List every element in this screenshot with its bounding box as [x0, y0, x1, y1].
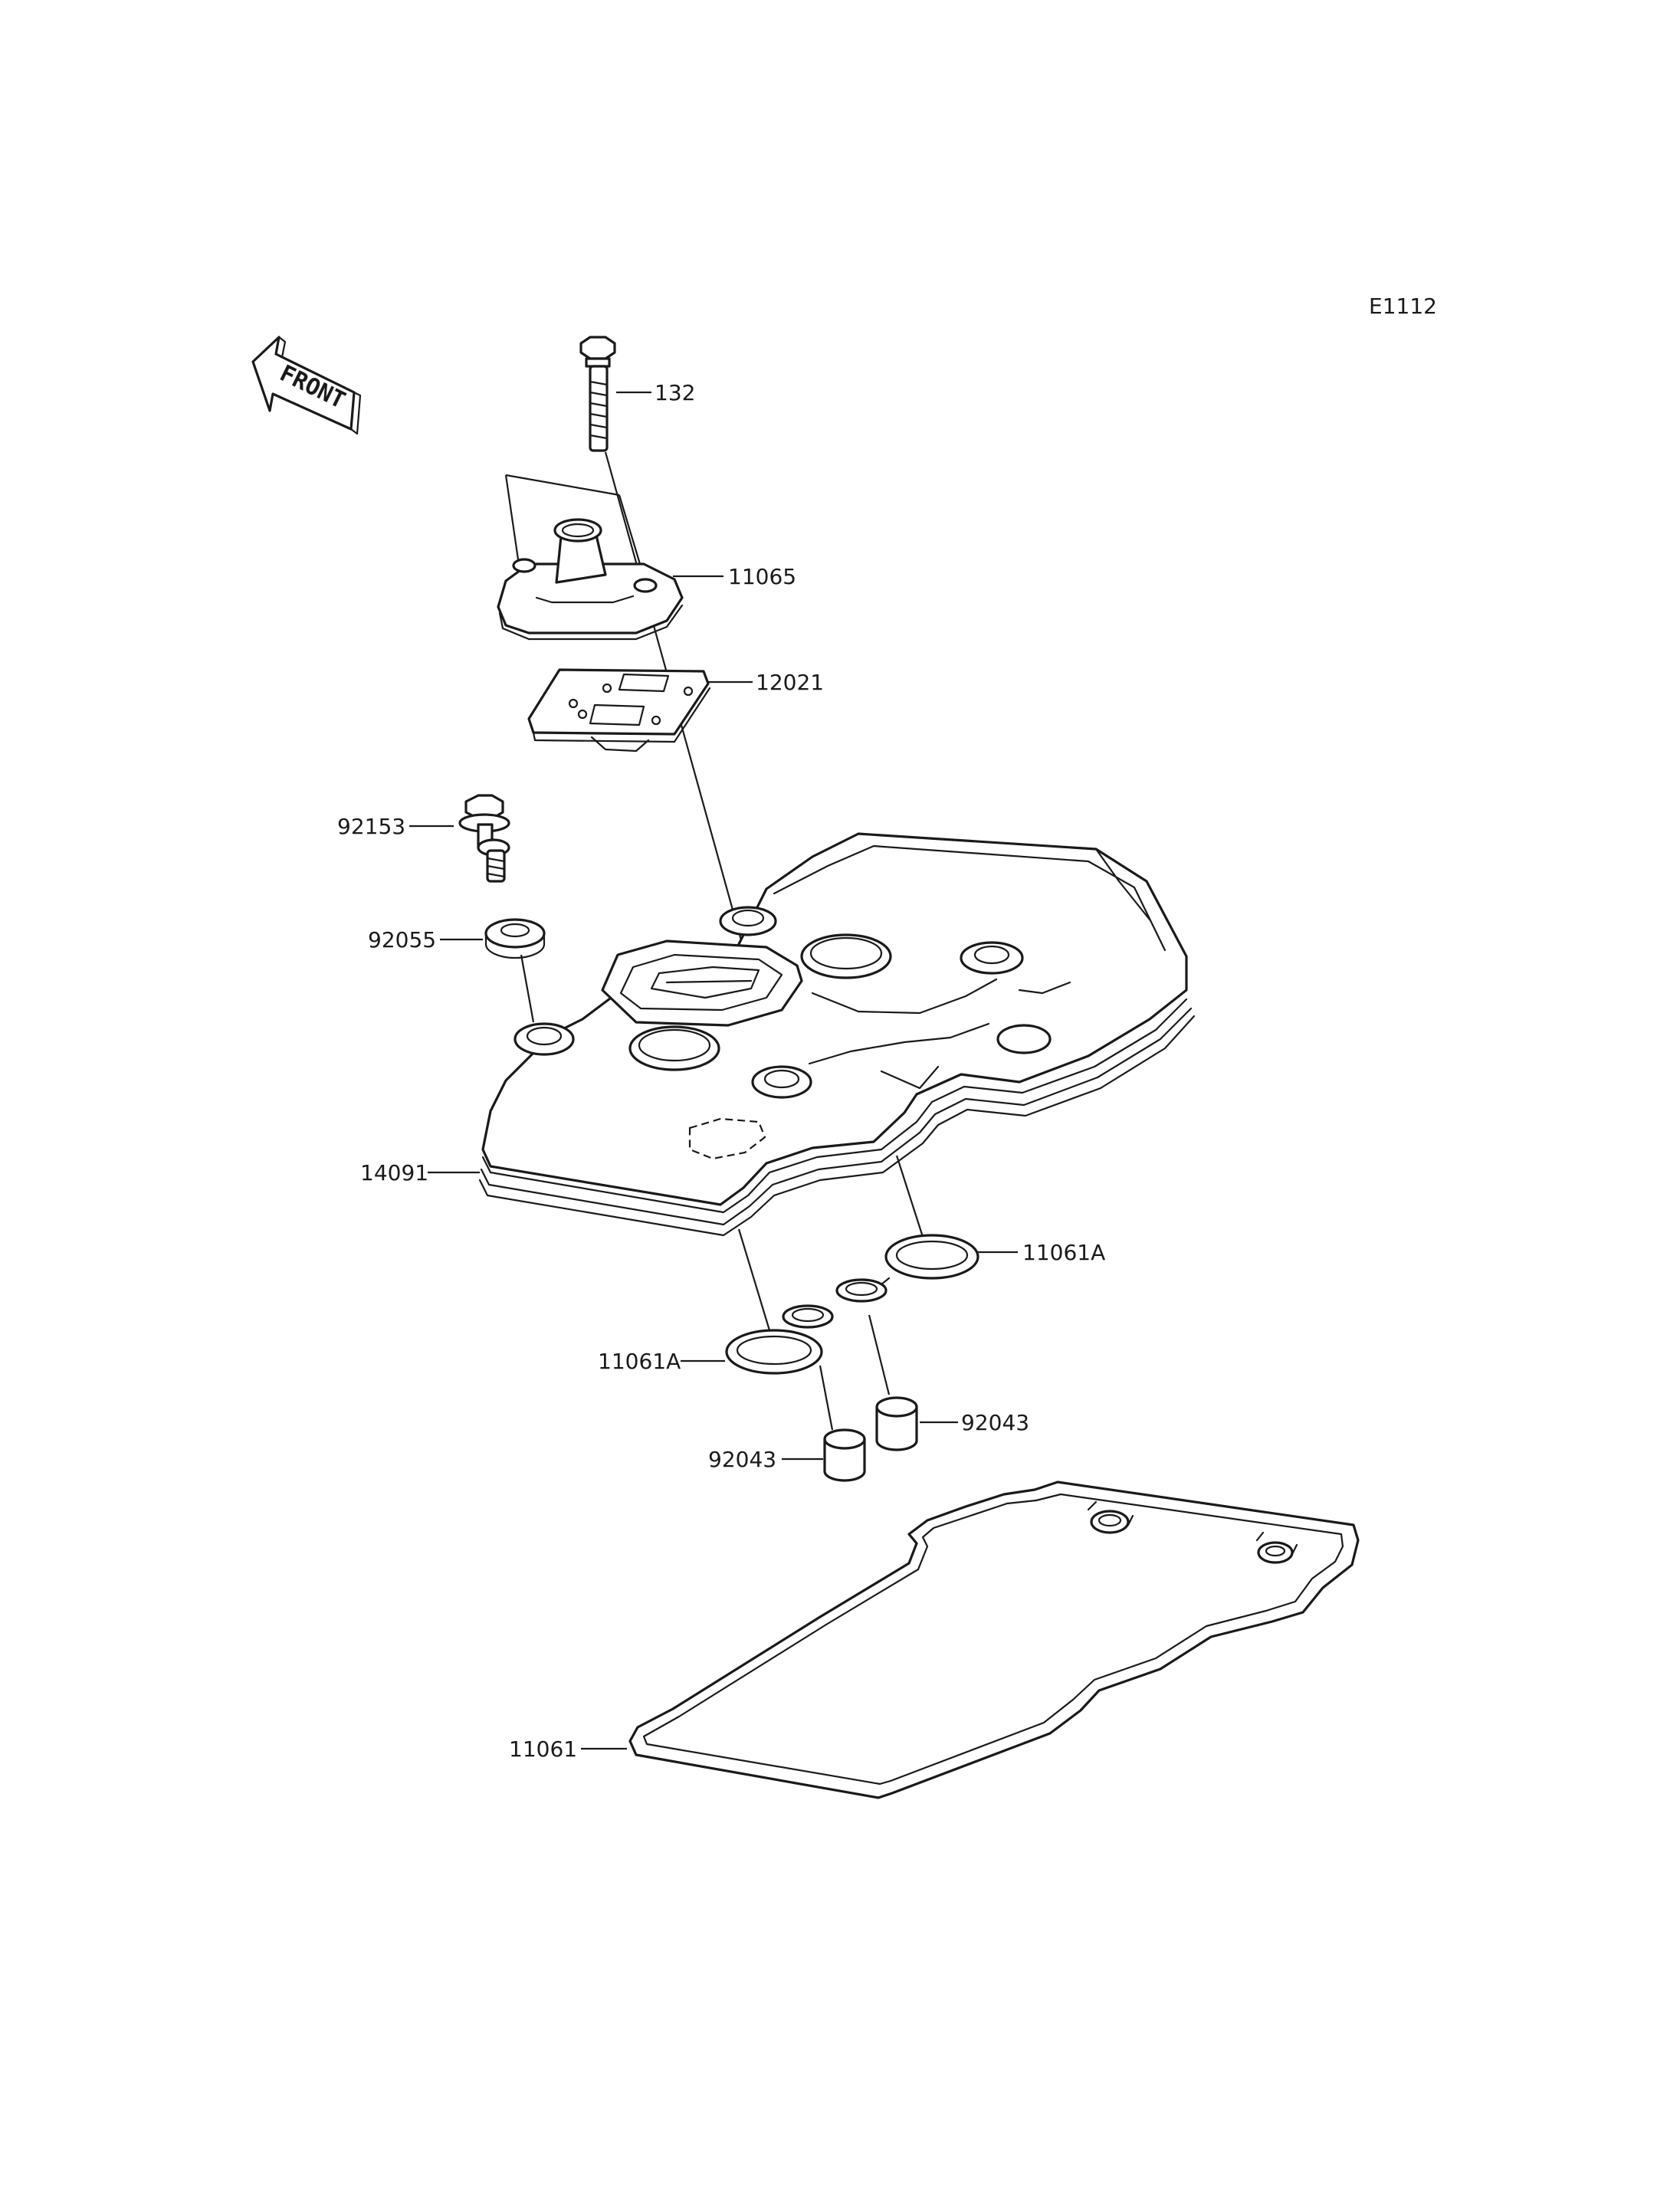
callout-92043-left: 92043 — [708, 1447, 776, 1472]
head-cover-gasket-11061 — [628, 1481, 1360, 1799]
callout-12021: 12021 — [756, 670, 824, 695]
plug-hole-rear — [800, 933, 892, 979]
boss-bottom-right — [996, 1024, 1052, 1054]
callout-11061: 11061 — [509, 1736, 577, 1762]
boss-left — [514, 1022, 575, 1056]
plug-hole-front — [628, 1025, 720, 1071]
callout-132: 132 — [655, 380, 695, 405]
dowel-92043-right — [875, 1396, 918, 1451]
front-arrow-icon: FRONT — [251, 336, 362, 435]
breather-cover-11065 — [497, 474, 684, 641]
callout-11065: 11065 — [728, 564, 796, 589]
bolt-92153 — [458, 794, 510, 883]
boss-top-center — [719, 906, 777, 936]
dowel-92043-left — [823, 1428, 866, 1482]
boss-bottom-center — [751, 1065, 812, 1099]
plug-gasket-11061A-left — [725, 1304, 834, 1375]
plug-gasket-11061A-right — [835, 1234, 979, 1303]
diagram-code: E1112 — [1369, 293, 1437, 319]
boss-right — [960, 941, 1024, 975]
callout-92043-right: 92043 — [961, 1410, 1029, 1435]
bolt-132 — [579, 336, 616, 452]
cylinder-head-cover-14091 — [478, 832, 1196, 1237]
callout-11061A-right: 11061A — [1022, 1240, 1105, 1265]
callout-14091: 14091 — [360, 1160, 428, 1185]
washer-92055 — [484, 918, 546, 959]
callout-92055: 92055 — [368, 927, 436, 953]
gasket-plate-12021 — [527, 668, 711, 753]
callout-11061A-left: 11061A — [598, 1349, 681, 1374]
callout-92153: 92153 — [337, 814, 405, 839]
